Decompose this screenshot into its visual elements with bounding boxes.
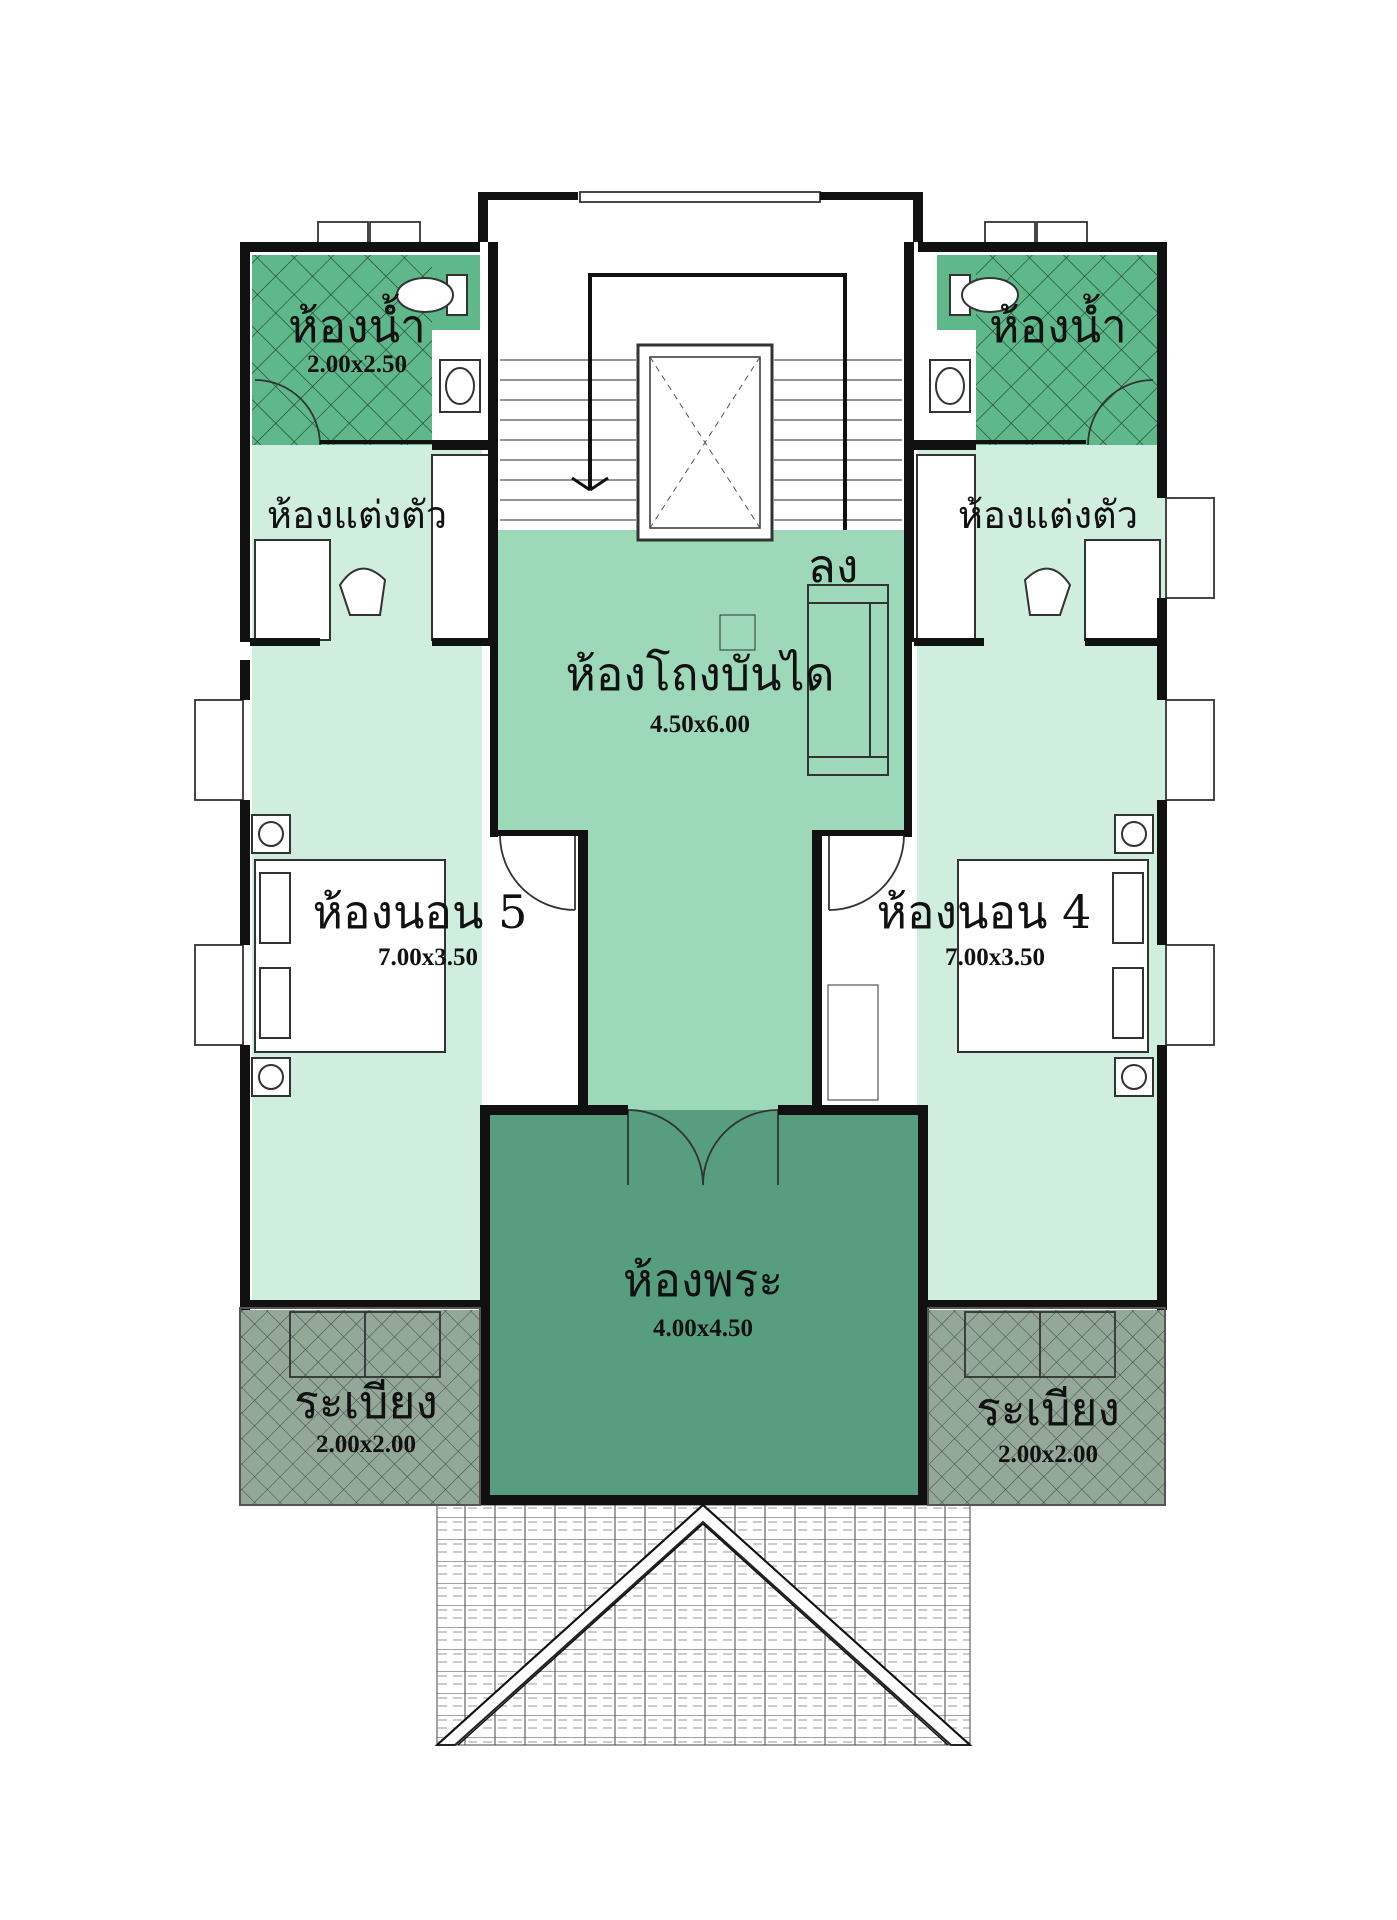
roof-gable — [434, 1503, 973, 1746]
walls — [240, 192, 1167, 1505]
stair-down-label: ลง — [808, 539, 859, 593]
bath-left-size: 2.00x2.50 — [307, 351, 407, 378]
stair-hall-size: 4.50x6.00 — [650, 711, 750, 738]
balcony-left-name: ระเบียง — [294, 1375, 438, 1429]
bath-right-name: ห้องน้ำ — [989, 293, 1127, 353]
balcony-left-size: 2.00x2.00 — [316, 1431, 416, 1458]
shrine-name: ห้องพระ — [623, 1253, 783, 1307]
stair-hall-name: ห้องโถงบันได — [565, 647, 834, 701]
bed5-size: 7.00x3.50 — [378, 944, 478, 971]
balcony-rails — [239, 1307, 1166, 1506]
balcony-right-name: ระเบียง — [976, 1382, 1120, 1436]
doors — [254, 379, 1154, 1378]
shrine-size: 4.00x4.50 — [653, 1315, 753, 1342]
bed4-name: ห้องนอน 4 — [877, 885, 1092, 939]
bed4-size: 7.00x3.50 — [945, 944, 1045, 971]
dress-right-name: ห้องแต่งตัว — [958, 493, 1138, 537]
bed5-name: ห้องนอน 5 — [313, 885, 528, 939]
bath-left-name: ห้องน้ำ — [288, 293, 426, 353]
room-labels: ห้องน้ำ 2.00x2.50 ห้องน้ำ ห้องแต่งตัว ห้… — [267, 293, 1138, 1468]
dress-left-name: ห้องแต่งตัว — [267, 493, 447, 537]
staircase — [500, 273, 902, 542]
balcony-right-size: 2.00x2.00 — [998, 1441, 1098, 1468]
